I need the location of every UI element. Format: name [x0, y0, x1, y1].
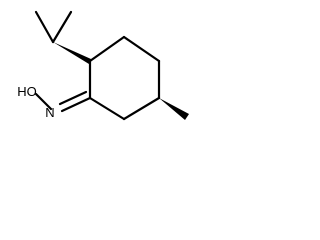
imine-double-bond-outer	[60, 96, 92, 113]
stereo-wedge-methyl	[159, 98, 189, 120]
nitrogen-oxygen-bond	[34, 92, 53, 111]
ring-bond-c5-c6	[88, 96, 126, 121]
ring-bond-c4-c5	[122, 96, 161, 121]
imine-double-bond-inner	[58, 90, 88, 106]
stereo-wedge-isopropyl	[53, 42, 91, 64]
isopropyl-left-methyl-bond	[34, 10, 55, 44]
hydroxyl-label: HO	[17, 84, 37, 99]
ring-bond-c2-c3	[122, 35, 161, 63]
ring-bond-c1-c2	[88, 35, 126, 63]
chemical-structure: N HO	[17, 10, 189, 121]
isopropyl-right-methyl-bond	[51, 10, 73, 44]
imine-nitrogen-label: N	[45, 105, 54, 120]
